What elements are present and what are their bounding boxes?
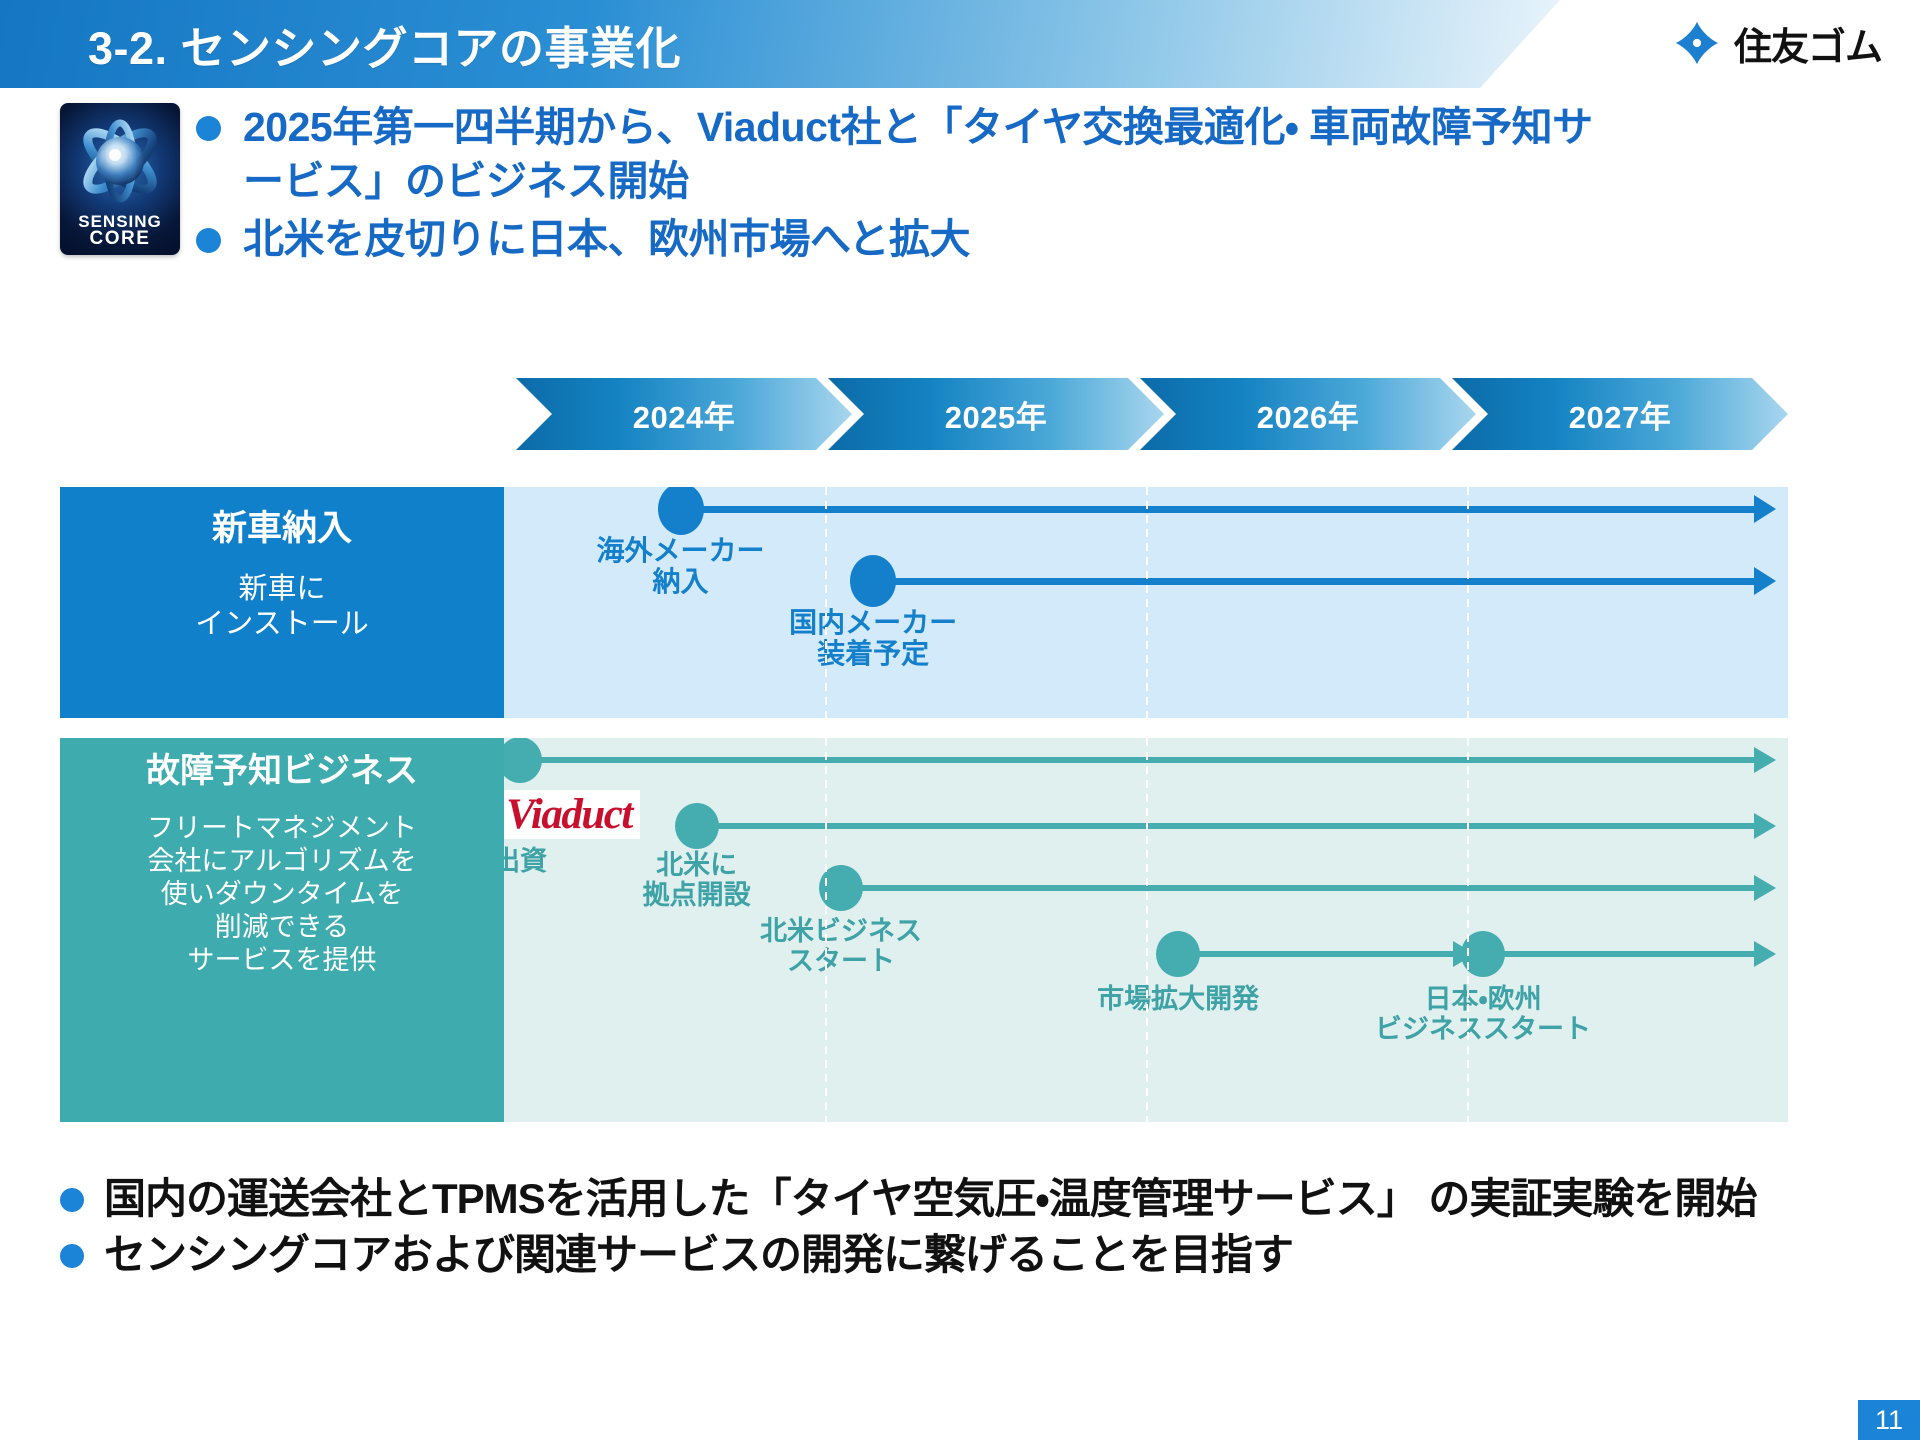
timeline-year-2025: 2025年 bbox=[828, 378, 1164, 450]
row-title: 故障予知ビジネス bbox=[146, 752, 418, 790]
bullet-dot-icon bbox=[60, 1243, 84, 1268]
milestone-label: 北米に 拠点開設 bbox=[642, 850, 751, 911]
timeline-year-2026: 2026年 bbox=[1140, 378, 1476, 450]
milestone-arrow-icon bbox=[1754, 941, 1776, 967]
timeline-gridline bbox=[825, 738, 827, 1122]
milestone-arrow-icon bbox=[1754, 875, 1776, 901]
timeline-gridline bbox=[1467, 487, 1469, 718]
milestone-label: 海外メーカー 納入 bbox=[596, 535, 765, 598]
sensing-core-line1: SENSING bbox=[78, 211, 162, 231]
timeline-gridline bbox=[825, 487, 827, 718]
list-item: 北米を皮切りに日本、欧州市場へと拡大 bbox=[196, 212, 1616, 266]
sensing-core-orbit-icon bbox=[83, 119, 157, 203]
milestone-label: 出資 bbox=[504, 846, 548, 876]
brand-name: 住友ゴム bbox=[1733, 26, 1883, 69]
list-item: 国内の運送会社とTPMSを活用した「タイヤ空気圧・温度管理サービス」 の実証実験… bbox=[60, 1172, 1890, 1226]
milestone-line bbox=[1483, 951, 1754, 957]
milestone-line bbox=[841, 885, 1754, 891]
row-subtitle: 新車に インストール bbox=[195, 573, 369, 640]
timeline-gridline bbox=[1146, 738, 1148, 1122]
milestone-arrow-icon bbox=[1754, 495, 1776, 523]
timeline-track-new-car: 海外メーカー 納入国内メーカー 装着予定 bbox=[504, 487, 1788, 718]
milestone-label: 日本・欧州 ビジネススタート bbox=[1375, 984, 1592, 1045]
sensing-core-line2: CORE bbox=[89, 228, 151, 250]
timeline-row-failure-prediction: 故障予知ビジネス フリートマネジメント 会社にアルゴリズムを 使いダウンタイムを… bbox=[60, 738, 1788, 1122]
timeline-gridline bbox=[1467, 738, 1469, 1122]
sumitomo-flower-icon bbox=[1675, 21, 1719, 65]
timeline-gridline bbox=[1146, 487, 1148, 718]
bullet-dot-icon bbox=[196, 116, 221, 141]
list-item: センシングコアおよび関連サービスの開発に繋げることを目指す bbox=[60, 1228, 1890, 1282]
milestone-arrow-icon bbox=[1754, 567, 1776, 595]
top-bullet-text: 北米を皮切りに日本、欧州市場へと拡大 bbox=[243, 216, 970, 263]
row-label-new-car: 新車納入 新車に インストール bbox=[60, 487, 504, 718]
bottom-bullet-text: 国内の運送会社とTPMSを活用した「タイヤ空気圧・温度管理サービス」 の実証実験… bbox=[104, 1175, 1757, 1222]
milestone-label: 国内メーカー 装着予定 bbox=[789, 607, 958, 670]
milestone-line bbox=[873, 578, 1754, 585]
list-item: 2025年第一四半期から、Viaduct社と「タイヤ交換最適化・ 車両故障予知サ… bbox=[196, 100, 1616, 208]
viaduct-partner-logo: Viaduct bbox=[504, 790, 640, 840]
milestone-label: 市場拡大開発 bbox=[1097, 984, 1260, 1014]
header-band bbox=[0, 0, 1560, 88]
page-title: 3-2. センシングコアの事業化 bbox=[88, 22, 682, 74]
timeline-track-failure-prediction: 出資 北米に 拠点開設北米ビジネス スタート市場拡大開発 日本・欧州 ビジネススター… bbox=[504, 738, 1788, 1122]
brand-logo: 住友ゴム bbox=[1674, 12, 1883, 74]
milestone-line bbox=[680, 506, 1754, 513]
bottom-bullet-text: センシングコアおよび関連サービスの開発に繋げることを目指す bbox=[104, 1230, 1294, 1278]
row-title: 新車納入 bbox=[211, 509, 352, 548]
bullet-dot-icon bbox=[196, 228, 221, 254]
bottom-bullet-list: 国内の運送会社とTPMSを活用した「タイヤ空気圧・温度管理サービス」 の実証実験… bbox=[60, 1172, 1890, 1284]
top-bullet-list: 2025年第一四半期から、Viaduct社と「タイヤ交換最適化・ 車両故障予知サ… bbox=[196, 100, 1616, 270]
milestone-label: 北米ビジネス スタート bbox=[760, 916, 923, 977]
milestone-arrow-icon bbox=[1754, 813, 1776, 839]
row-subtitle: フリートマネジメント 会社にアルゴリズムを 使いダウンタイムを 削減できる サー… bbox=[147, 813, 417, 975]
milestone-line bbox=[696, 823, 1754, 829]
milestone-arrow-icon bbox=[1754, 747, 1776, 773]
row-label-failure-prediction: 故障予知ビジネス フリートマネジメント 会社にアルゴリズムを 使いダウンタイムを… bbox=[60, 738, 504, 1122]
bullet-dot-icon bbox=[60, 1188, 84, 1212]
timeline-year-2024: 2024年 bbox=[516, 378, 852, 450]
milestone-line bbox=[1178, 951, 1454, 957]
sensing-core-logo: SENSING CORE bbox=[60, 103, 180, 255]
slide-header: 3-2. センシングコアの事業化 住友ゴム bbox=[0, 0, 1920, 88]
timeline-year-2027: 2027年 bbox=[1452, 378, 1788, 450]
page-number: 11 bbox=[1858, 1400, 1920, 1440]
timeline-row-new-car: 新車納入 新車に インストール 海外メーカー 納入国内メーカー 装着予定 bbox=[60, 487, 1788, 718]
top-bullet-text: 2025年第一四半期から、Viaduct社と「タイヤ交換最適化・ 車両故障予知サ… bbox=[243, 104, 1593, 205]
milestone-line bbox=[520, 757, 1754, 763]
sensing-core-wordmark: SENSING CORE bbox=[60, 211, 180, 250]
